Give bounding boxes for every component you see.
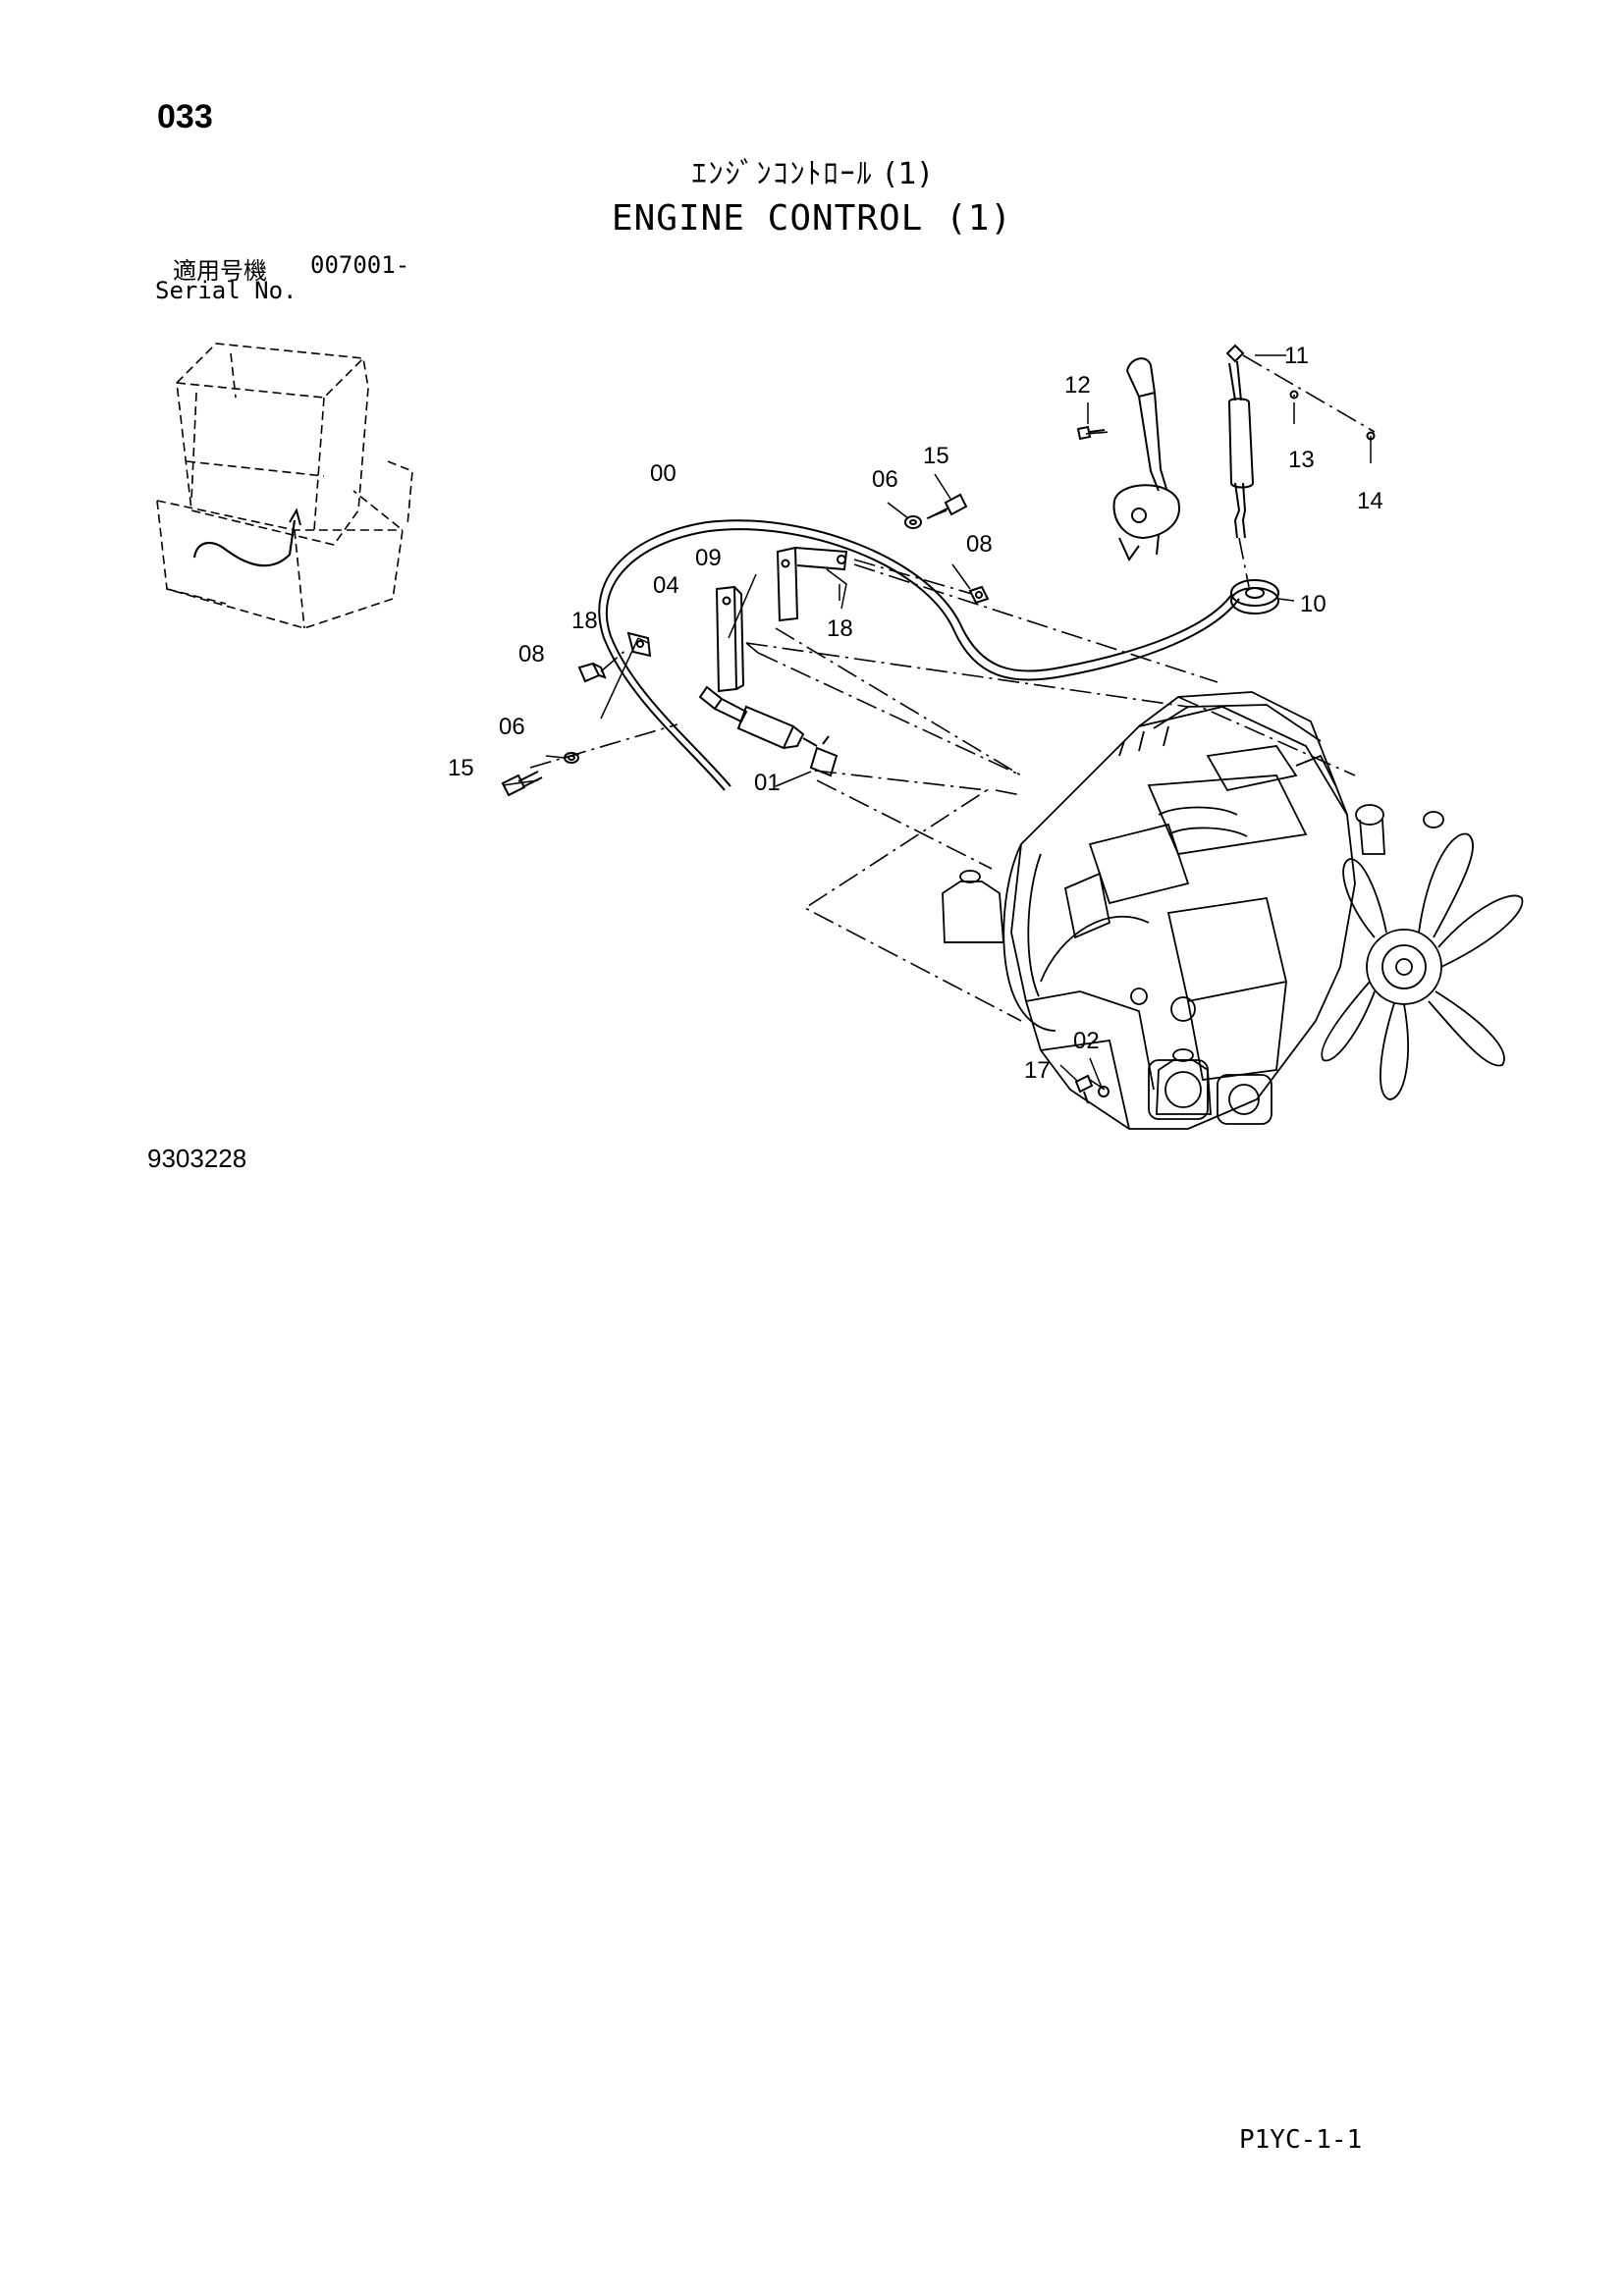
- engine-assembly: [942, 691, 1524, 1130]
- callout-18-left: 18: [571, 608, 598, 634]
- bracket-part-09: [776, 546, 848, 622]
- cable-rod-part-11: [1225, 344, 1255, 539]
- title-english: ENGINE CONTROL (1): [611, 198, 1013, 239]
- screw-part-12: [1076, 425, 1106, 441]
- callout-08-right: 08: [966, 531, 993, 558]
- key-map-highlight-lever: [289, 507, 301, 526]
- callout-04: 04: [653, 572, 679, 599]
- bracket-part-04: [715, 585, 745, 693]
- engine-mount-left: [942, 870, 1004, 943]
- bolt-part-15-left: [501, 771, 543, 797]
- throttle-lever-assembly: [1112, 357, 1180, 561]
- callout-06-left: 06: [499, 714, 525, 740]
- key-map-highlight-cable: [192, 519, 297, 567]
- leader-lines: [502, 354, 1372, 1089]
- callout-15-left: 15: [448, 755, 474, 781]
- callout-12: 12: [1064, 372, 1091, 399]
- callout-09: 09: [695, 545, 722, 571]
- cable-end-fitting: [698, 685, 818, 750]
- callout-14: 14: [1357, 488, 1383, 514]
- part-02-clip: [1098, 1086, 1110, 1097]
- clamp-part-18-left: [626, 631, 652, 658]
- callout-17: 17: [1024, 1057, 1051, 1084]
- callout-18-right: 18: [827, 615, 853, 642]
- grommet-part-10: [1230, 579, 1279, 614]
- serial-label-japanese: 適用号機: [173, 257, 267, 285]
- serial-number-value: 007001-: [310, 251, 410, 279]
- pin-part-13: [1289, 390, 1299, 400]
- title-japanese: ｴﾝｼﾞﾝｺﾝﾄﾛｰﾙ (1): [691, 157, 933, 191]
- callout-13: 13: [1288, 447, 1315, 473]
- callout-00: 00: [650, 460, 677, 487]
- callout-02: 02: [1073, 1028, 1100, 1054]
- callout-01: 01: [754, 770, 781, 796]
- serial-label-english: Serial No.: [155, 277, 298, 304]
- nut-part-08-right: [968, 585, 990, 605]
- machine-key-map: [156, 343, 413, 629]
- engine-mount-right: [1156, 1048, 1212, 1115]
- callout-15-top: 15: [923, 443, 949, 469]
- drawing-number: 9303228: [147, 1144, 247, 1173]
- callout-08-left: 08: [518, 641, 545, 667]
- reference-lines: [529, 354, 1376, 1091]
- sheet-code: P1YC-1-1: [1239, 2125, 1363, 2155]
- clevis-part-01: [809, 735, 839, 777]
- callout-10: 10: [1300, 591, 1326, 617]
- callout-11: 11: [1284, 343, 1309, 369]
- bolt-part-08-left: [577, 662, 607, 683]
- washer-part-06-top: [904, 515, 922, 529]
- engine-fan: [1321, 832, 1524, 1100]
- callout-06-top: 06: [872, 466, 898, 493]
- page-number: 033: [157, 98, 213, 135]
